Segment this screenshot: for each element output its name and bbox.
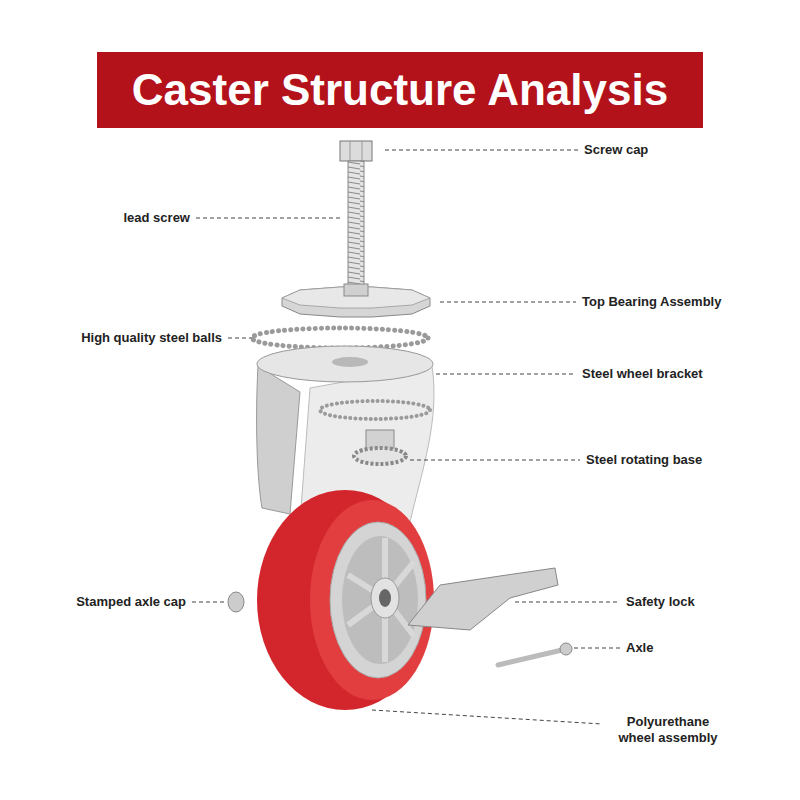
part-label: Screw cap <box>584 142 648 157</box>
part-label-box: Safety lock <box>626 594 695 610</box>
part-label-box: lead screw <box>124 210 191 226</box>
rotating-base <box>354 430 406 464</box>
part-label: Steel rotating base <box>586 452 702 467</box>
part-label: Steel wheel bracket <box>582 366 703 381</box>
part-label-box: Stamped axle cap <box>76 594 186 610</box>
title: Caster Structure Analysis <box>132 65 668 115</box>
top-bearing <box>282 284 430 317</box>
part-label: lead screw <box>124 210 191 225</box>
part-label-box: Axle <box>626 640 653 656</box>
part-label: High quality steel balls <box>81 330 222 345</box>
lead-screw <box>348 161 364 291</box>
part-label: Polyurethane wheel assembly <box>619 714 718 745</box>
axle-cap <box>228 592 244 612</box>
screw-cap <box>340 141 372 161</box>
axle <box>498 643 572 665</box>
title-banner: Caster Structure Analysis <box>97 52 703 128</box>
part-label: Top Bearing Assembly <box>582 294 721 309</box>
steel-balls <box>252 328 428 348</box>
part-label-box: High quality steel balls <box>81 330 222 346</box>
polyurethane-wheel <box>257 490 434 710</box>
part-label: Stamped axle cap <box>76 594 186 609</box>
part-label: Safety lock <box>626 594 695 609</box>
part-label-box: Steel wheel bracket <box>582 366 703 382</box>
safety-lock <box>408 568 558 630</box>
part-label-box: Polyurethane wheel assembly <box>610 714 726 746</box>
steel-balls <box>320 401 430 419</box>
leader-lines <box>192 150 620 724</box>
part-label-box: Steel rotating base <box>586 452 702 468</box>
part-label: Axle <box>626 640 653 655</box>
part-label-box: Screw cap <box>584 142 648 158</box>
part-label-box: Top Bearing Assembly <box>582 294 721 310</box>
